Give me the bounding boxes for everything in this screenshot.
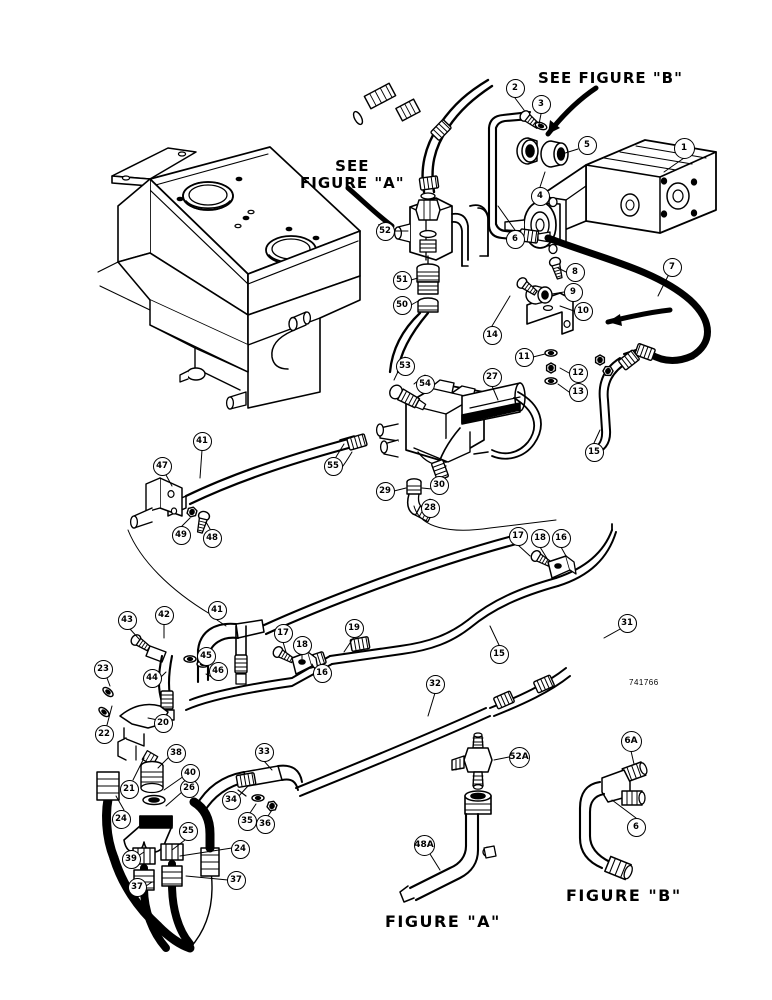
callout-23: 23 (93, 659, 113, 679)
drawing-part-number: 741766 (629, 678, 659, 687)
figure-a-fittings-upper (352, 78, 494, 265)
figure-b-detail (578, 761, 648, 881)
control-valve-assembly (375, 379, 557, 531)
figure-b-caption: FIGURE "B" (566, 886, 682, 905)
callout-6: 6 (505, 229, 525, 249)
callout-24: 24 (230, 839, 250, 859)
callout-6A: 6A (620, 730, 642, 752)
callout-19: 19 (344, 618, 364, 638)
callout-6: 6 (626, 817, 646, 837)
callout-12: 12 (568, 363, 588, 383)
callout-54: 54 (415, 374, 435, 394)
callout-20: 20 (153, 713, 173, 733)
see-figure-b-label: SEE FIGURE "B" (538, 69, 683, 87)
callout-2: 2 (505, 78, 525, 98)
callout-7: 7 (662, 257, 682, 277)
callout-24: 24 (111, 809, 131, 829)
callout-39: 39 (121, 849, 141, 869)
callout-22: 22 (94, 724, 114, 744)
callout-29: 29 (375, 481, 395, 501)
callout-14: 14 (482, 325, 502, 345)
callout-50: 50 (392, 295, 412, 315)
see-figure-arrows (345, 85, 673, 326)
clamp-bracket-assembly (514, 255, 616, 386)
figure-a-caption: FIGURE "A" (385, 912, 501, 931)
callout-15: 15 (489, 644, 509, 664)
hydraulic-reservoir (97, 146, 361, 410)
callout-37: 37 (127, 877, 147, 897)
callout-49: 49 (171, 525, 191, 545)
callout-1: 1 (673, 137, 695, 159)
callout-34: 34 (221, 790, 241, 810)
callout-3: 3 (531, 94, 551, 114)
callout-16: 16 (312, 663, 332, 683)
callout-51: 51 (392, 270, 412, 290)
callout-48A: 48A (413, 834, 435, 856)
callout-31: 31 (617, 613, 637, 633)
callout-42: 42 (154, 605, 174, 625)
callout-27: 27 (482, 367, 502, 387)
callout-9: 9 (563, 282, 583, 302)
callout-43: 43 (117, 610, 137, 630)
callout-37: 37 (226, 870, 246, 890)
callout-5: 5 (577, 135, 597, 155)
callout-45: 45 (196, 646, 216, 666)
callout-18: 18 (530, 528, 550, 548)
callout-41: 41 (207, 600, 227, 620)
callout-17: 17 (508, 526, 528, 546)
callout-52: 52 (375, 221, 395, 241)
callout-16: 16 (551, 528, 571, 548)
callout-38: 38 (166, 743, 186, 763)
callout-11: 11 (514, 347, 534, 367)
callout-35: 35 (237, 811, 257, 831)
pump-suction-hose (487, 108, 569, 244)
callout-47: 47 (152, 456, 172, 476)
lower-hose-network (96, 523, 617, 953)
callout-10: 10 (573, 301, 593, 321)
callout-41: 41 (192, 431, 212, 451)
callout-30: 30 (429, 475, 449, 495)
callout-15: 15 (584, 442, 604, 462)
callout-52A: 52A (508, 746, 530, 768)
callout-4: 4 (530, 186, 550, 206)
callout-8: 8 (565, 262, 585, 282)
callout-46: 46 (208, 661, 228, 681)
callout-40: 40 (180, 763, 200, 783)
callout-13: 13 (568, 382, 588, 402)
callout-48: 48 (202, 528, 222, 548)
callout-36: 36 (255, 814, 275, 834)
callout-25: 25 (178, 821, 198, 841)
callout-33: 33 (254, 742, 274, 762)
callout-44: 44 (142, 668, 162, 688)
see-figure-a-label: SEE FIGURE "A" (300, 157, 405, 192)
callout-21: 21 (119, 779, 139, 799)
tube-41-upper (127, 432, 369, 615)
callout-28: 28 (420, 498, 440, 518)
callout-32: 32 (425, 674, 445, 694)
figure-a-detail (399, 732, 497, 903)
callout-55: 55 (323, 456, 343, 476)
callout-53: 53 (395, 356, 415, 376)
callout-18: 18 (292, 635, 312, 655)
callout-17: 17 (273, 623, 293, 643)
